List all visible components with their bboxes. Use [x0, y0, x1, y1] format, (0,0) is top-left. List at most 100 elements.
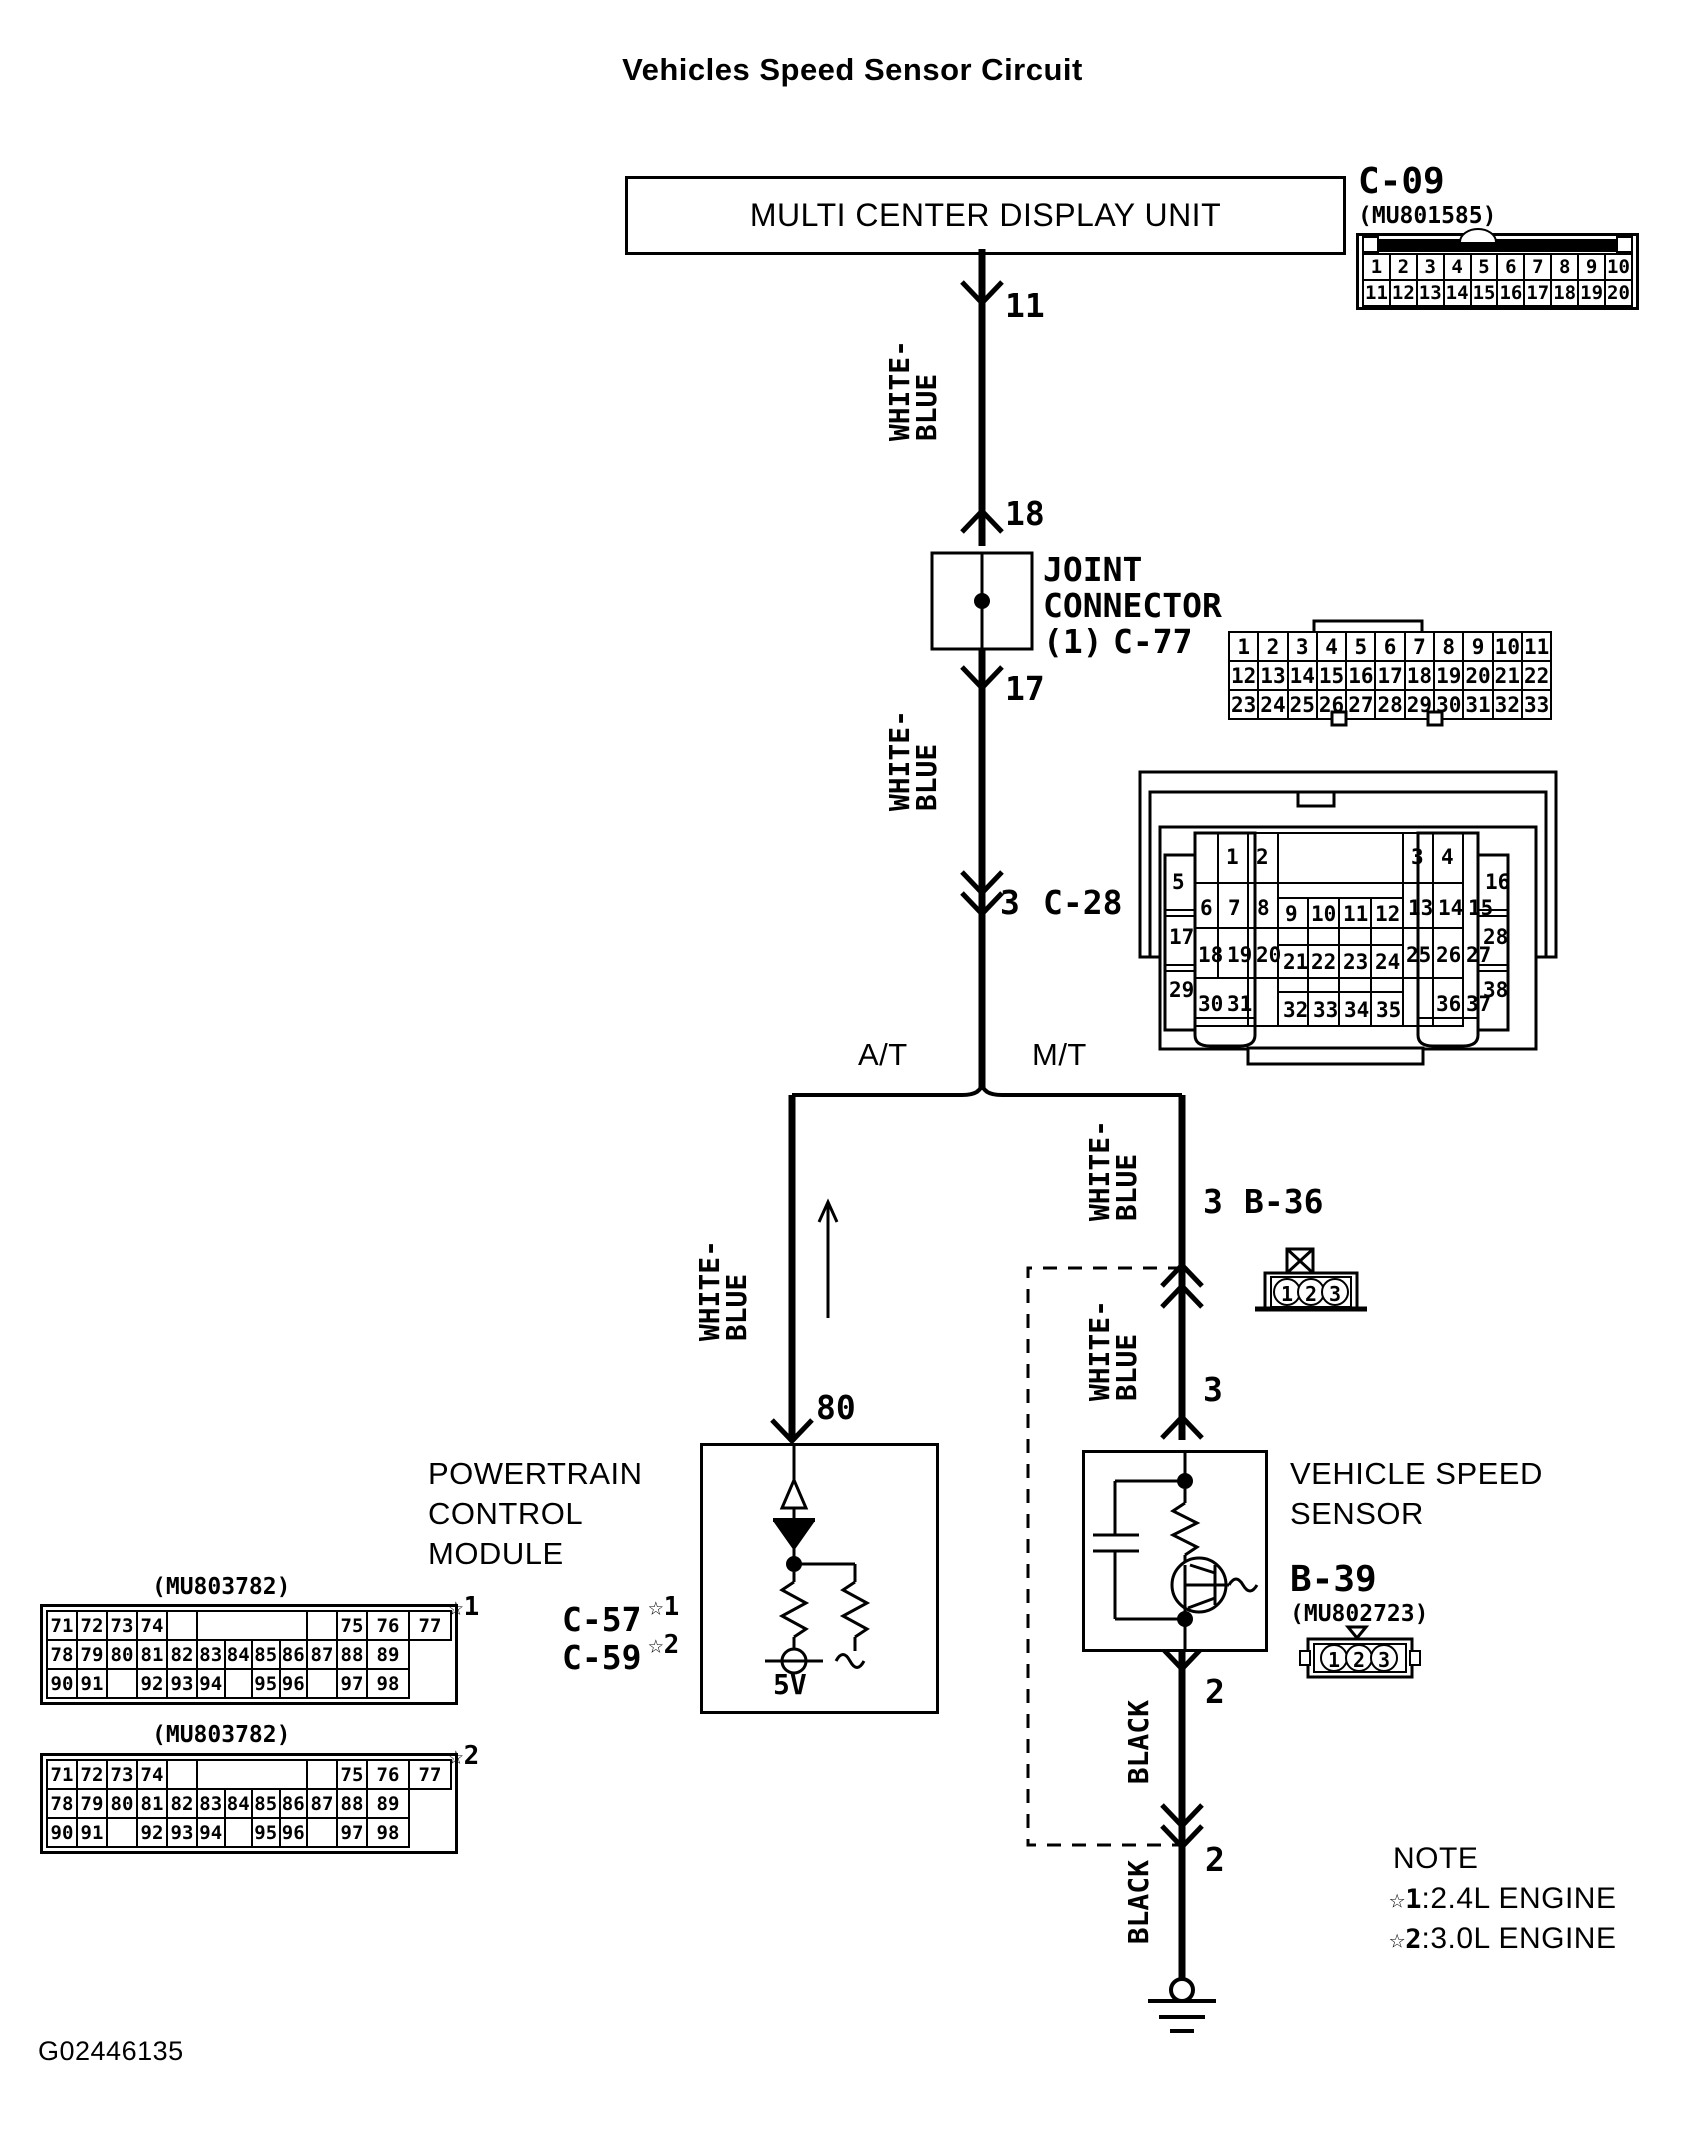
pcm-pin-cell: 98	[366, 1817, 410, 1848]
c77-pin-cell: 11	[1520, 631, 1553, 662]
c28-pin-cell: 22	[1311, 950, 1337, 974]
wire-pin-11: 11	[1005, 286, 1045, 325]
pcm-pin-cell: 98	[366, 1668, 410, 1699]
pcm-label-line3: MODULE	[428, 1536, 564, 1571]
c28-pin-cell: 34	[1344, 998, 1370, 1022]
c28-pin-cell: 33	[1313, 998, 1339, 1022]
pcm-pin-grid: 71 72 73 74 75 76 77 78 79 80 81 82 83 8…	[46, 1610, 452, 1699]
pcm-pin-cell: 75	[336, 1759, 368, 1790]
pcm-pin-cell: 80	[106, 1788, 138, 1819]
pcm-pin-cell: 74	[136, 1610, 168, 1641]
c77-pin-cell: 12	[1227, 660, 1260, 691]
c28-pin-cell: 23	[1343, 950, 1369, 974]
b36-pin-cell: 2	[1305, 1282, 1318, 1306]
pcm-pin-gap	[106, 1668, 138, 1699]
wire-pin-3-b36: 3	[1203, 1182, 1223, 1221]
c77-pin-row: 12 13 14 15 16 17 18 19 20 21 22	[1227, 660, 1553, 691]
pcm-pin-row: 71 72 73 74 75 76 77	[46, 1610, 452, 1641]
pcm-pin-cell: 78	[46, 1639, 78, 1670]
pcm-pin-table-1-note: ☆1	[448, 1592, 480, 1622]
pcm-pin-cell: 78	[46, 1788, 78, 1819]
wire-color-joint-c28: WHITE- BLUE	[883, 710, 943, 812]
pcm-pin-cell: 81	[136, 1788, 168, 1819]
c77-pin-cell: 14	[1286, 660, 1318, 691]
c77-pin-cell: 32	[1491, 689, 1523, 720]
note-mark: ☆1	[1389, 1884, 1422, 1915]
c28-pin-cell: 18	[1198, 943, 1224, 967]
c28-pin-cell: 16	[1485, 870, 1511, 894]
wire-pin-18: 18	[1005, 494, 1045, 533]
c77-pin-cell: 15	[1315, 660, 1348, 691]
c77-pin-cell: 19	[1433, 660, 1465, 691]
pcm-pin-gap	[306, 1668, 338, 1699]
pcm-pin-cell: 77	[408, 1610, 452, 1641]
c28-pin-cell: 30	[1198, 992, 1224, 1016]
c28-pin-cell: 35	[1376, 998, 1402, 1022]
c09-pin-table: 1 2 3 4 5 6 7 8 9 10 11 12 13 14 15 16 1…	[1362, 253, 1633, 307]
pcm-connector-c59: C-59	[562, 1638, 642, 1677]
pcm-pin-cell: 90	[46, 1668, 78, 1699]
c77-pin-cell: 17	[1374, 660, 1406, 691]
c09-pin-cell: 9	[1577, 253, 1607, 281]
pcm-pin-cell: 93	[166, 1817, 198, 1848]
c28-pin-cell: 2	[1256, 845, 1269, 869]
pcm-label-line2: CONTROL	[428, 1496, 584, 1531]
note-title: NOTE	[1393, 1842, 1479, 1875]
pcm-pin-gap	[223, 1668, 253, 1699]
c28-pin-cell: 10	[1311, 902, 1337, 926]
c77-pin-cell: 30	[1433, 689, 1465, 720]
pcm-pin-cell: 97	[336, 1668, 368, 1699]
joint-connector-code: C-77	[1113, 622, 1193, 661]
pcm-pin-cell: 82	[166, 1639, 198, 1670]
c77-pin-cell: 20	[1462, 660, 1494, 691]
c09-pin-cell: 13	[1415, 279, 1445, 307]
c77-pin-cell: 16	[1345, 660, 1377, 691]
pcm-pin-cell: 80	[106, 1639, 138, 1670]
joint-connector-line1: JOINT	[1043, 550, 1143, 589]
c28-pin-cell: 26	[1436, 943, 1462, 967]
pcm-pin-cell: 94	[196, 1668, 226, 1699]
c09-pin-row: 11 12 13 14 15 16 17 18 19 20	[1362, 279, 1633, 307]
pcm-pin-cell: 84	[223, 1788, 253, 1819]
c09-pin-cell: 6	[1496, 253, 1526, 281]
c77-pin-table: 1 2 3 4 5 6 7 8 9 10 11 12 13 14 15 16 1…	[1227, 631, 1553, 720]
c77-pin-cell: 1	[1227, 631, 1260, 662]
c77-pin-cell: 24	[1257, 689, 1289, 720]
c77-pin-cell: 10	[1491, 631, 1523, 662]
c28-pin-cell: 28	[1483, 925, 1509, 949]
note-text: :2.4L ENGINE	[1421, 1882, 1617, 1915]
pcm-pin-cell: 74	[136, 1759, 168, 1790]
pcm-pin-cell: 89	[366, 1639, 410, 1670]
note-text: :3.0L ENGINE	[1421, 1922, 1617, 1955]
pcm-pin-cell: 77	[408, 1759, 452, 1790]
pcm-pin-cell: 88	[336, 1639, 368, 1670]
pcm-pin-gap	[306, 1759, 338, 1790]
pcm-pin-row: 90 91 92 93 94 95 96 97 98	[46, 1817, 451, 1848]
pcm-pin-cell: 95	[251, 1817, 281, 1848]
c28-pin-cell: 6	[1200, 896, 1213, 920]
wire-pin-3-c28: 3	[1000, 883, 1020, 922]
c77-pin-cell: 3	[1286, 631, 1318, 662]
wire-pin-80: 80	[816, 1388, 856, 1427]
pcm-pin-cell: 91	[76, 1817, 108, 1848]
c77-pin-cell: 6	[1374, 631, 1406, 662]
wire-pin-3-sensor: 3	[1203, 1370, 1223, 1409]
c09-pin-cell: 1	[1362, 253, 1391, 281]
joint-connector-instance: (1)	[1043, 622, 1103, 661]
c28-pin-cell: 32	[1283, 998, 1309, 1022]
wire-color-mt-lower: WHITE- BLUE	[1083, 1300, 1143, 1402]
pcm-pin-cell: 79	[76, 1788, 108, 1819]
c77-connector-diagram: 1 2 3 4 5 6 7 8 9 10 11 12 13 14 15 16 1…	[1227, 619, 1553, 727]
c28-pin-cell: 20	[1256, 943, 1282, 967]
c09-pin-cell: 8	[1550, 253, 1580, 281]
pcm-pin-cell: 79	[76, 1639, 108, 1670]
pcm-pin-cell: 88	[336, 1788, 368, 1819]
pcm-pin-cell: 76	[366, 1759, 410, 1790]
pcm-pin-cell: 85	[251, 1788, 281, 1819]
note-mark: ☆2	[1389, 1924, 1422, 1955]
vss-label-line2: SENSOR	[1290, 1496, 1424, 1531]
pcm-pin-cell: 83	[196, 1639, 226, 1670]
c09-code: C-09	[1358, 161, 1445, 202]
c09-connector-diagram: 1 2 3 4 5 6 7 8 9 10 11 12 13 14 15 16 1…	[1356, 228, 1639, 310]
wire-color-mt-upper: WHITE- BLUE	[1083, 1120, 1143, 1222]
